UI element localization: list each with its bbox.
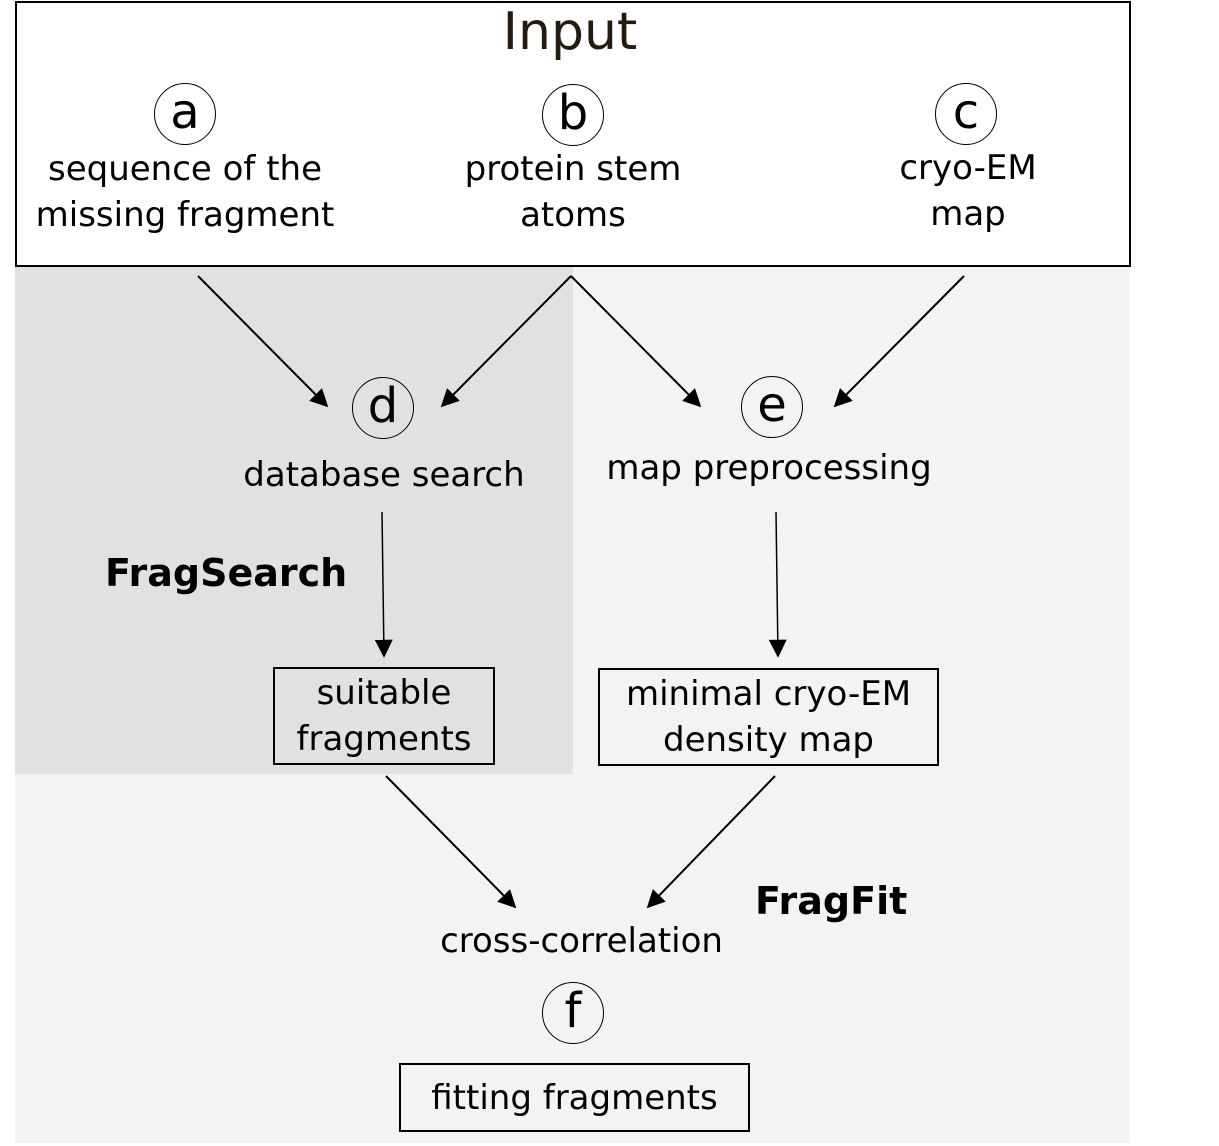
input-label-sequence: sequence of the missing fragment [35, 149, 335, 235]
circle-a: a [154, 83, 216, 145]
circle-c: c [935, 83, 997, 145]
minimal-density-map-box: minimal cryo-EM density map [598, 668, 939, 766]
fragsearch-label: FragSearch [105, 551, 348, 595]
label-map-preprocessing: map preprocessing [606, 448, 932, 488]
input-title: Input [502, 2, 638, 62]
suitable-fragments-box: suitable fragments [273, 667, 495, 765]
fitting-fragments-box: fitting fragments [399, 1063, 750, 1132]
input-label-cryo-em-map: cryo-EM map [899, 148, 1037, 234]
fragfit-label: FragFit [755, 879, 908, 923]
circle-d: d [352, 377, 414, 439]
circle-f: f [542, 982, 604, 1044]
circle-e: e [741, 376, 803, 438]
input-label-protein-stem: protein stem atoms [464, 149, 682, 235]
circle-b: b [542, 84, 604, 146]
label-cross-correlation: cross-correlation [440, 921, 723, 961]
label-database-search: database search [243, 455, 525, 495]
